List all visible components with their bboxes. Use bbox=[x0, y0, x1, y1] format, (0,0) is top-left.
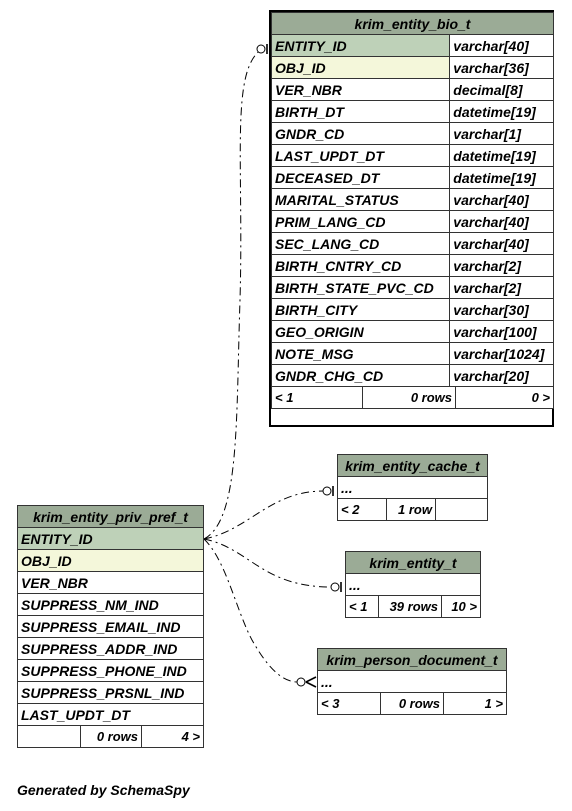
column-name[interactable]: BIRTH_CNTRY_CD bbox=[270, 254, 451, 277]
relation-end-circle-entity bbox=[330, 582, 340, 592]
column-type: varchar[1024] bbox=[449, 342, 554, 365]
parents-link[interactable]: < 1 bbox=[345, 595, 379, 618]
children-link[interactable]: 10 > bbox=[441, 595, 481, 618]
column-type: varchar[30] bbox=[449, 298, 554, 321]
column-type: datetime[19] bbox=[449, 144, 554, 167]
column-type: datetime[19] bbox=[449, 166, 554, 189]
collapsed-columns: ... bbox=[337, 476, 488, 499]
column-name[interactable]: SUPPRESS_PHONE_IND bbox=[17, 659, 204, 682]
column-type: varchar[40] bbox=[449, 232, 554, 255]
row-count: 0 rows bbox=[362, 387, 456, 408]
column-type: varchar[36] bbox=[449, 56, 554, 79]
column-name[interactable]: DECEASED_DT bbox=[270, 166, 451, 189]
column-name[interactable]: OBJ_ID bbox=[17, 549, 204, 572]
relation-end-circle-bio bbox=[256, 44, 266, 54]
children-link[interactable] bbox=[435, 498, 488, 521]
column-name[interactable]: LAST_UPDT_DT bbox=[270, 144, 451, 167]
collapsed-columns: ... bbox=[317, 670, 507, 693]
generated-by-note: Generated by SchemaSpy bbox=[17, 782, 190, 798]
column-name[interactable]: LAST_UPDT_DT bbox=[17, 703, 204, 726]
column-type: varchar[2] bbox=[449, 276, 554, 299]
column-type: decimal[8] bbox=[449, 78, 554, 101]
row-count: 0 rows bbox=[80, 725, 142, 748]
column-name[interactable]: SUPPRESS_NM_IND bbox=[17, 593, 204, 616]
column-type: varchar[40] bbox=[449, 210, 554, 233]
column-name[interactable]: ENTITY_ID bbox=[270, 34, 451, 57]
parents-link[interactable]: < 2 bbox=[337, 498, 387, 521]
column-type: varchar[40] bbox=[449, 34, 554, 57]
row-count: 1 row bbox=[386, 498, 436, 521]
column-name[interactable]: SUPPRESS_PRSNL_IND bbox=[17, 681, 204, 704]
relation-end-crow-bottom bbox=[305, 681, 317, 688]
column-name[interactable]: BIRTH_CITY bbox=[270, 298, 451, 321]
column-name[interactable]: BIRTH_STATE_PVC_CD bbox=[270, 276, 451, 299]
children-link[interactable]: 0 > bbox=[531, 390, 550, 405]
table-krim-person-document-t[interactable]: krim_person_document_t ... < 3 0 rows 1 … bbox=[317, 648, 507, 715]
column-name[interactable]: SEC_LANG_CD bbox=[270, 232, 451, 255]
column-name[interactable]: BIRTH_DT bbox=[270, 100, 451, 123]
column-name[interactable]: ENTITY_ID bbox=[17, 527, 204, 550]
table-krim-entity-t[interactable]: krim_entity_t ... < 1 39 rows 10 > bbox=[345, 551, 481, 618]
relation-end-crow-top bbox=[305, 676, 317, 683]
relation-end-circle-persondoc bbox=[296, 677, 306, 687]
relation-privpref-to-persondoc bbox=[203, 538, 301, 683]
column-name[interactable]: VER_NBR bbox=[17, 571, 204, 594]
table-krim-entity-priv-pref-t[interactable]: krim_entity_priv_pref_t ENTITY_ID OBJ_ID… bbox=[17, 505, 204, 748]
column-name[interactable]: GNDR_CHG_CD bbox=[270, 364, 451, 387]
column-name[interactable]: NOTE_MSG bbox=[270, 342, 451, 365]
table-title[interactable]: krim_entity_bio_t bbox=[271, 12, 554, 35]
row-count: 0 rows bbox=[380, 692, 444, 715]
column-type: datetime[19] bbox=[449, 100, 554, 123]
column-name[interactable]: GNDR_CD bbox=[270, 122, 451, 145]
column-name[interactable]: SUPPRESS_ADDR_IND bbox=[17, 637, 204, 660]
parents-link[interactable]: < 3 bbox=[317, 692, 381, 715]
column-name[interactable]: MARITAL_STATUS bbox=[270, 188, 451, 211]
column-name[interactable]: VER_NBR bbox=[270, 78, 451, 101]
children-link[interactable]: 4 > bbox=[141, 725, 204, 748]
relation-end-circle-cache bbox=[322, 486, 332, 496]
parents-link[interactable] bbox=[17, 725, 81, 748]
table-title[interactable]: krim_person_document_t bbox=[317, 648, 507, 671]
relation-privpref-to-bio bbox=[203, 48, 263, 540]
column-name[interactable]: OBJ_ID bbox=[270, 56, 451, 79]
table-title[interactable]: krim_entity_cache_t bbox=[337, 454, 488, 477]
column-type: varchar[1] bbox=[449, 122, 554, 145]
column-type: varchar[20] bbox=[449, 364, 554, 387]
relation-privpref-to-entity bbox=[203, 538, 335, 588]
children-link[interactable]: 1 > bbox=[443, 692, 507, 715]
column-type: varchar[100] bbox=[449, 320, 554, 343]
table-footer: < 1 0 rows 0 > bbox=[272, 387, 553, 408]
column-type: varchar[40] bbox=[449, 188, 554, 211]
row-count: 39 rows bbox=[378, 595, 442, 618]
table-title[interactable]: krim_entity_t bbox=[345, 551, 481, 574]
collapsed-columns: ... bbox=[345, 573, 481, 596]
column-name[interactable]: SUPPRESS_EMAIL_IND bbox=[17, 615, 204, 638]
table-title[interactable]: krim_entity_priv_pref_t bbox=[17, 505, 204, 528]
column-name[interactable]: GEO_ORIGIN bbox=[270, 320, 451, 343]
column-name[interactable]: PRIM_LANG_CD bbox=[270, 210, 451, 233]
relation-privpref-to-cache bbox=[203, 490, 327, 540]
parents-link[interactable]: < 1 bbox=[272, 387, 363, 408]
column-type: varchar[2] bbox=[449, 254, 554, 277]
table-krim-entity-cache-t[interactable]: krim_entity_cache_t ... < 2 1 row bbox=[337, 454, 488, 521]
